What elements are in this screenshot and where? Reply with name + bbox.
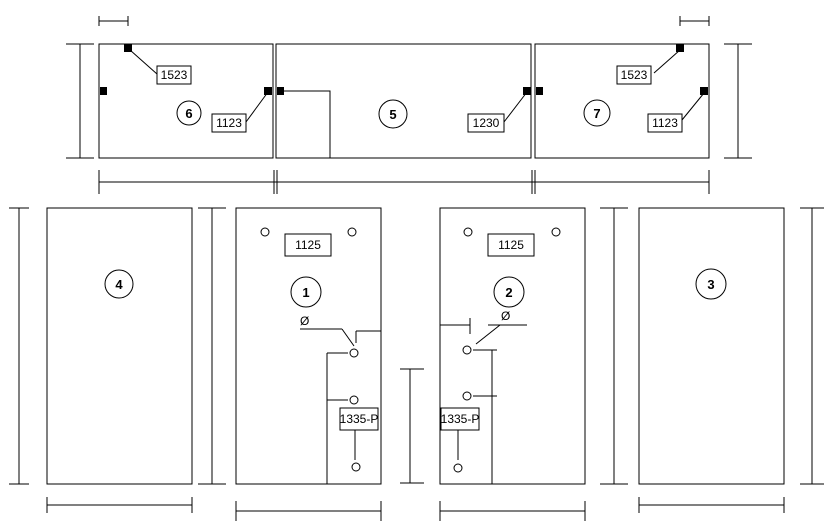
diameter-symbol: Ø xyxy=(501,309,510,323)
drill-hole xyxy=(351,462,361,472)
hinge-marker xyxy=(124,44,132,52)
dimension-top-small-right xyxy=(679,16,710,26)
panel-number-6: 6 xyxy=(176,100,202,126)
svg-text:1123: 1123 xyxy=(652,116,678,130)
hinge-marker xyxy=(700,87,708,95)
panel-number-2: 2 xyxy=(493,276,525,308)
hinge-marker xyxy=(523,87,531,95)
drill-hole xyxy=(347,227,357,237)
panel-3 xyxy=(638,207,785,485)
diameter-symbol: Ø xyxy=(300,314,309,328)
svg-text:1123: 1123 xyxy=(216,116,242,130)
dimension-panel-3-bottom xyxy=(638,497,785,513)
dimension-top-small-left xyxy=(98,16,129,26)
drill-hole xyxy=(260,227,270,237)
svg-text:5: 5 xyxy=(389,107,396,122)
label-1230-panel-5: 1230 xyxy=(467,113,505,133)
dimension-panel-3-right xyxy=(800,207,824,485)
drill-hole xyxy=(453,463,463,473)
label-1335-p-panel-1: 1335-P xyxy=(339,407,379,431)
label-1523-panel-7: 1523 xyxy=(616,65,652,85)
drill-hole xyxy=(349,348,359,358)
label-1125-panel-1: 1125 xyxy=(284,233,332,257)
svg-text:1335-P: 1335-P xyxy=(340,412,379,426)
svg-text:4: 4 xyxy=(115,277,123,292)
panel-7 xyxy=(534,43,710,159)
dimension-top-right-vertical xyxy=(724,43,752,159)
dimension-panel-4-left xyxy=(9,207,29,485)
dimension-panel-1-left xyxy=(198,207,226,485)
hinge-marker xyxy=(100,87,107,95)
top-panel-row: 1523 1123 6 1230 5 1523 xyxy=(66,16,752,194)
svg-text:6: 6 xyxy=(185,106,192,121)
svg-text:1230: 1230 xyxy=(473,116,500,130)
label-1523-panel-6: 1523 xyxy=(156,65,192,85)
panel-4 xyxy=(46,207,193,485)
svg-text:1125: 1125 xyxy=(498,238,524,252)
panel-5 xyxy=(275,43,532,159)
dimension-panel-3-left xyxy=(600,207,628,485)
hinge-marker xyxy=(264,87,272,95)
hinge-marker xyxy=(676,44,684,52)
label-1123-panel-6: 1123 xyxy=(211,113,247,133)
drill-hole xyxy=(551,227,561,237)
dimension-top-horizontal xyxy=(98,170,710,194)
drill-hole xyxy=(463,227,473,237)
bottom-panel-row: 4 1125 1 xyxy=(9,207,824,521)
svg-text:1523: 1523 xyxy=(621,68,648,82)
svg-text:1523: 1523 xyxy=(161,68,188,82)
drill-hole xyxy=(349,395,359,405)
dimension-center-vertical xyxy=(400,368,424,484)
label-1123-panel-7: 1123 xyxy=(647,113,683,133)
dimension-panel-2-bottom xyxy=(439,501,586,521)
hinge-marker xyxy=(536,87,543,95)
panel-number-4: 4 xyxy=(104,269,134,299)
panel-number-5: 5 xyxy=(378,99,408,129)
label-1125-panel-2: 1125 xyxy=(487,233,535,257)
panel-number-7: 7 xyxy=(583,99,611,127)
dimension-top-left-vertical xyxy=(66,43,94,159)
svg-text:3: 3 xyxy=(707,277,714,292)
drill-hole xyxy=(462,345,472,355)
dimension-panel-4-bottom xyxy=(46,497,193,513)
label-1335-p-panel-2: 1335-P xyxy=(440,407,480,431)
svg-text:1: 1 xyxy=(302,285,309,300)
svg-text:1335-P: 1335-P xyxy=(441,412,480,426)
panel-number-1: 1 xyxy=(290,276,322,308)
svg-text:2: 2 xyxy=(505,285,512,300)
drill-hole xyxy=(462,391,472,401)
svg-text:7: 7 xyxy=(593,106,600,121)
dimension-panel-1-bottom xyxy=(235,501,382,521)
hinge-marker xyxy=(277,87,284,95)
svg-text:1125: 1125 xyxy=(295,238,321,252)
panel-number-3: 3 xyxy=(695,268,727,300)
